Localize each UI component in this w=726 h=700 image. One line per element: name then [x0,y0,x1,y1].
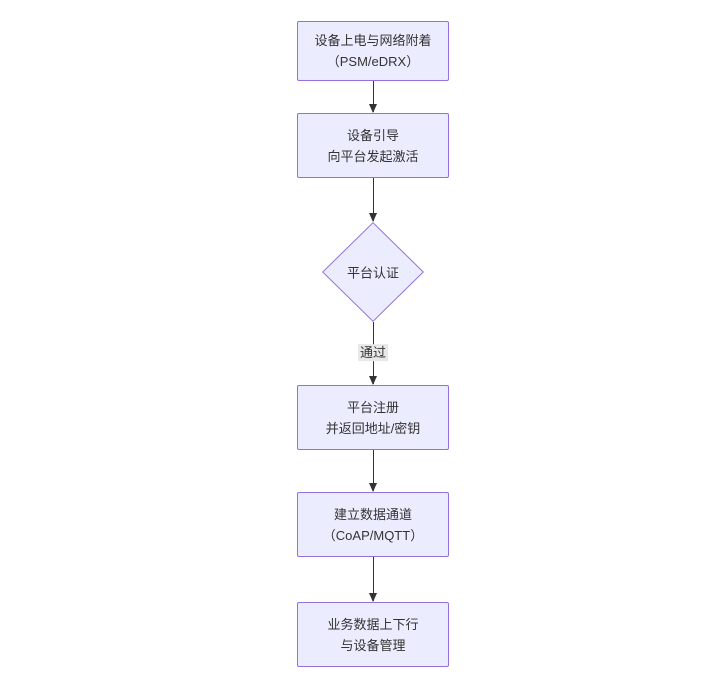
node-data-channel: 建立数据通道 （CoAP/MQTT） [297,492,449,557]
node-text-line: 向平台发起激活 [327,148,419,164]
edge-channel-to-business [297,557,449,602]
arrowhead-icon [369,593,377,602]
node-text-line: 建立数据通道 [333,506,412,522]
node-platform-auth: 平台认证 [321,221,425,323]
node-business-data: 业务数据上下行 与设备管理 [297,602,449,667]
flowchart: 设备上电与网络附着 （PSM/eDRX） 设备引导 向平台发起激活 平台认证 通… [297,21,449,667]
edge-line [372,81,374,112]
node-text-line: 设备上电与网络附着 [314,33,432,48]
edge-auth-to-register: 通过 [297,322,449,385]
arrowhead-icon [369,376,377,385]
node-text-line: （CoAP/MQTT） [322,527,424,543]
edge-line [372,557,374,601]
edge-bootstrap-to-auth [297,178,449,222]
edge-register-to-channel [297,450,449,492]
node-text-line: 平台注册 [346,399,399,415]
diamond-shape [321,221,425,323]
node-text-line: 设备引导 [346,127,399,143]
edge-line [372,178,374,221]
arrowhead-icon [369,104,377,113]
node-device-bootstrap: 设备引导 向平台发起激活 [297,113,449,178]
node-text-line: 与设备管理 [340,637,406,653]
node-power-network-attach: 设备上电与网络附着 （PSM/eDRX） [297,21,449,81]
node-platform-register: 平台注册 并返回地址/密钥 [297,385,449,450]
edge-line [372,450,374,491]
edge-label-pass: 通过 [357,343,389,361]
node-text-line: 平台认证 [346,265,400,281]
arrowhead-icon [369,483,377,492]
node-text-line: 并返回地址/密钥 [325,420,421,436]
arrowhead-icon [369,213,377,222]
node-text-line: （PSM/eDRX） [326,54,420,69]
node-text-line: 业务数据上下行 [327,616,419,632]
edge-attach-to-bootstrap [297,81,449,113]
